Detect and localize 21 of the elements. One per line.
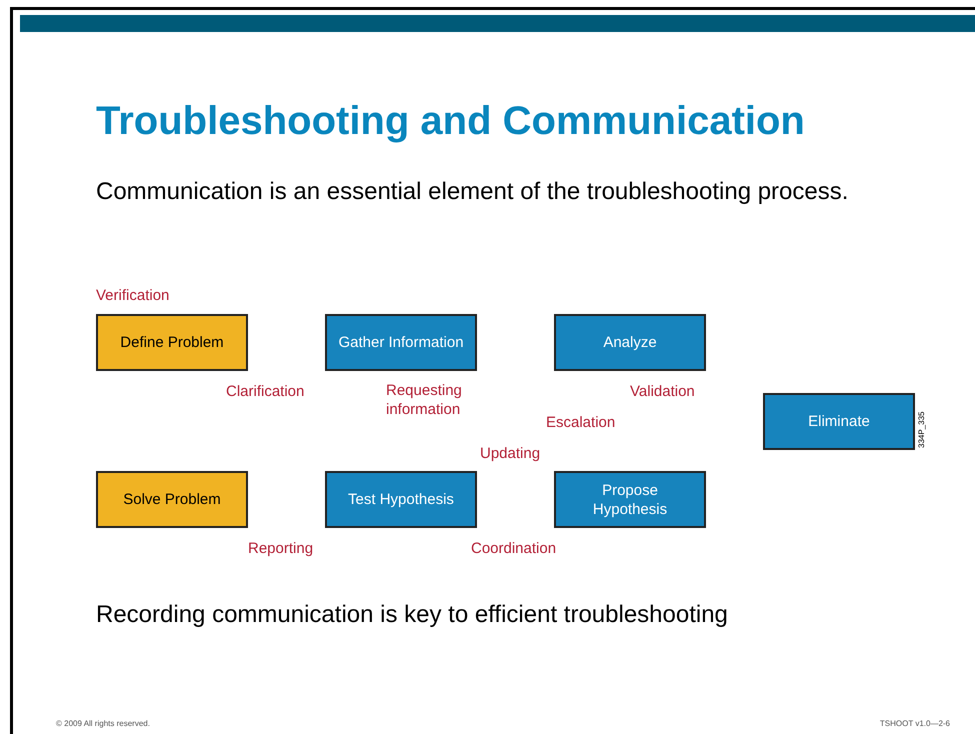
process-box: Analyze (554, 314, 706, 371)
communication-label: Clarification (226, 382, 306, 402)
process-box: Gather Information (325, 314, 477, 371)
slide-title: Troubleshooting and Communication (96, 98, 805, 145)
process-box: Eliminate (763, 393, 915, 450)
communication-label: Verification (96, 286, 170, 306)
communication-label: Validation (630, 382, 696, 402)
process-box: Propose Hypothesis (554, 471, 706, 528)
process-box: Test Hypothesis (325, 471, 477, 528)
communication-label: Coordination (471, 539, 558, 559)
process-box: Solve Problem (96, 471, 248, 528)
slide-number: TSHOOT v1.0—2-6 (878, 718, 950, 730)
communication-label: Reporting (248, 539, 314, 559)
copyright-note: © 2009 All rights reserved. (56, 718, 151, 730)
communication-label: Escalation (546, 413, 616, 433)
figure-code: 334P_335 (916, 412, 927, 448)
key-statement: Recording communication is key to efficient troubleshooting (96, 600, 729, 630)
communication-label: Requesting information (386, 381, 463, 419)
communication-label: Updating (480, 444, 542, 464)
subtitle: Communication is an essential element of the troubleshooting process. (96, 177, 850, 207)
process-box: Define Problem (96, 314, 248, 371)
